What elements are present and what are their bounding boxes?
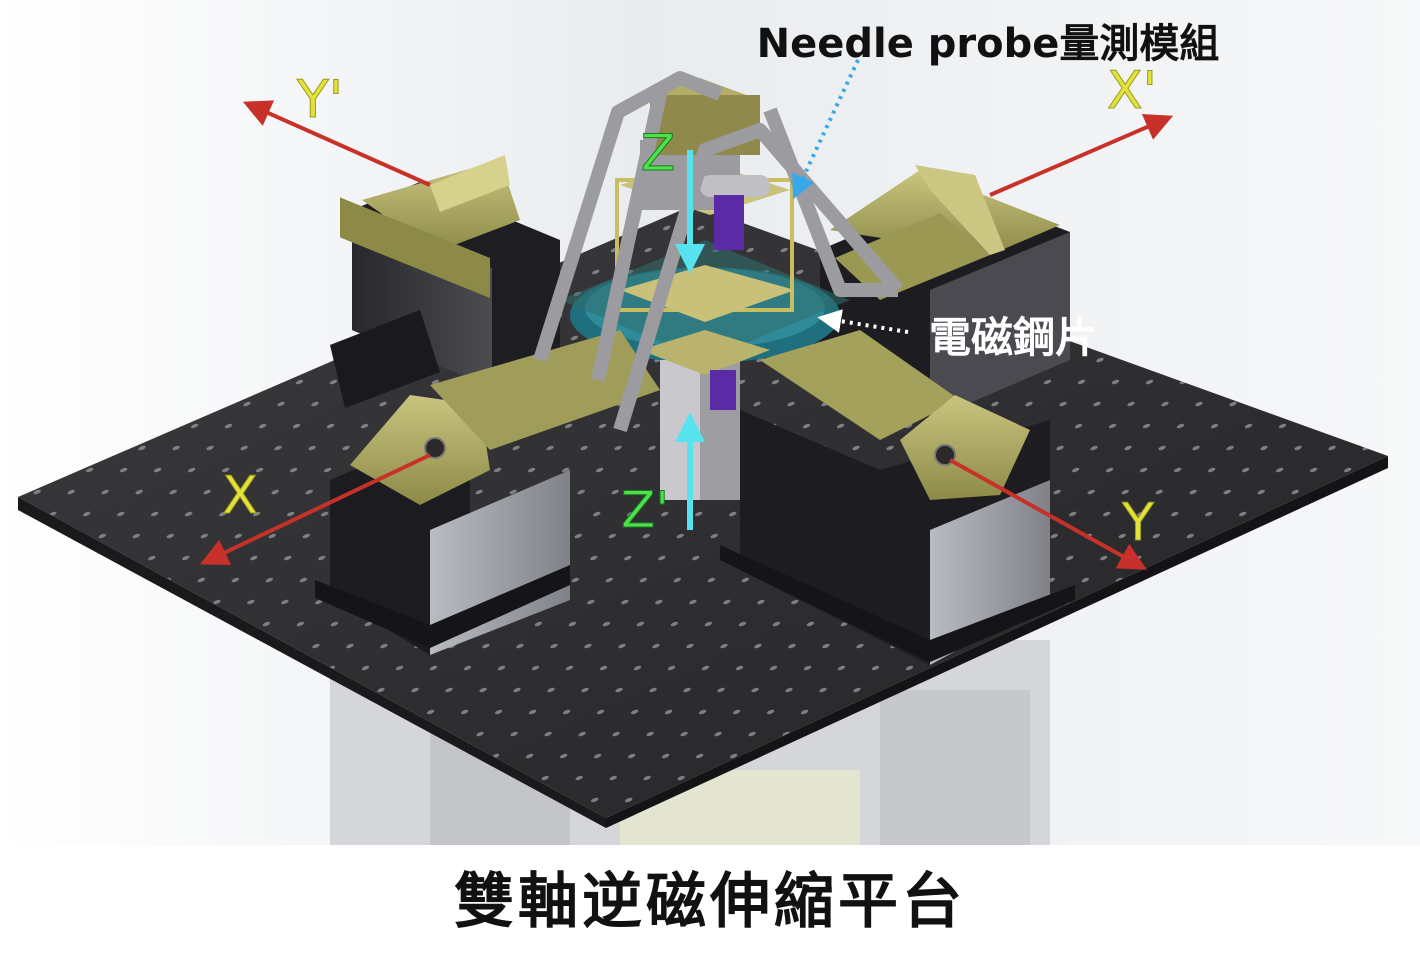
axis-label-z-prime: Z' — [621, 481, 669, 539]
arch-frame — [533, 71, 904, 433]
y-prime-arrow — [242, 100, 431, 187]
sheet-pointer — [817, 309, 909, 334]
x-arrow — [199, 453, 431, 566]
axis-label-y: Y — [1121, 493, 1154, 553]
y-arrow — [949, 458, 1147, 570]
axis-label-y-prime: Y' — [296, 70, 343, 130]
probe-pointer — [792, 59, 860, 200]
axis-label-x: X — [222, 466, 258, 526]
electromagnetic-sheet-label: 電磁鋼片 — [929, 313, 1097, 362]
actuator-back-left — [330, 155, 560, 408]
needle-probe-label: Needle probe量測模組 — [757, 21, 1220, 67]
x-prime-arrow — [989, 114, 1174, 197]
axis-label-z: Z — [641, 124, 675, 182]
axis-label-x-prime: X' — [1107, 61, 1157, 121]
figure-caption: 雙軸逆磁伸縮平台 — [454, 867, 966, 937]
platform-render: Y' X' X Y Z Z' Needle probe量測模組 電磁鋼片 — [0, 0, 1420, 845]
